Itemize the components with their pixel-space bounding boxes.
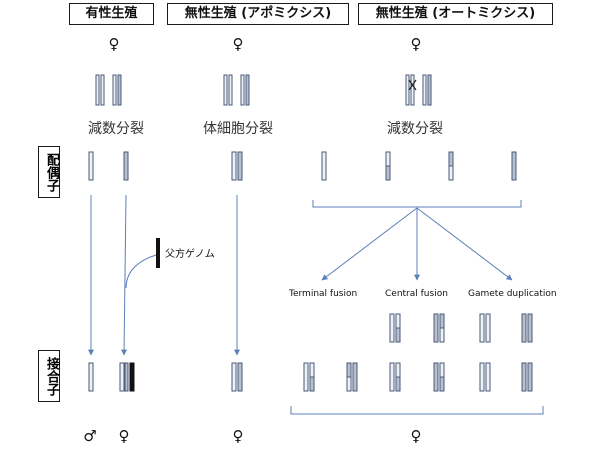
terminal-fusion-label: Terminal fusion <box>289 289 358 299</box>
gamete-duplication-label: Gamete duplication <box>468 289 557 299</box>
apomixis-parent-chromosomes <box>223 74 250 106</box>
sexual-parent-chromosomes <box>95 74 122 106</box>
central-fusion-label: Central fusion <box>385 289 448 299</box>
gamete-bracket <box>312 200 522 208</box>
header-apomixis: 無性生殖 (アポミクシス) <box>167 3 349 25</box>
gamete-side-label: 配偶子 <box>38 146 60 198</box>
paternal-genome-bar <box>156 238 160 268</box>
sexual-gametes <box>88 151 129 181</box>
automixis-zygotes <box>303 362 533 392</box>
zygote-side-label: 接合子 <box>38 350 60 402</box>
sexual-zygotes <box>88 362 135 392</box>
female-symbol-automixis-offspring: ♀ <box>410 427 422 445</box>
female-symbol-sexual-parent: ♀ <box>108 35 120 53</box>
automixis-parent-chromosomes <box>405 74 432 106</box>
development-arrows <box>88 194 240 356</box>
mitosis-label-apomixis: 体細胞分裂 <box>203 121 273 137</box>
gamete-duplication-intermediate <box>479 313 533 343</box>
male-symbol-sexual-offspring: ♂ <box>83 427 97 445</box>
crossover-mark <box>408 79 417 91</box>
fusion-arrows <box>321 207 513 281</box>
header-sexual-reproduction: 有性生殖 <box>69 3 154 25</box>
paternal-genome-label: 父方ゲノム <box>165 249 215 260</box>
automixis-gametes <box>321 151 517 181</box>
zygote-bracket <box>290 406 544 415</box>
central-fusion-intermediate <box>389 313 445 343</box>
header-automixis: 無性生殖 (オートミクシス) <box>358 3 553 25</box>
apomixis-gamete <box>231 151 243 181</box>
female-symbol-apomixis-parent: ♀ <box>232 35 244 53</box>
meiosis-label-sexual: 減数分裂 <box>88 121 144 137</box>
female-symbol-sexual-offspring: ♀ <box>118 427 130 445</box>
meiosis-label-automixis: 減数分裂 <box>387 121 443 137</box>
apomixis-zygote <box>231 362 243 392</box>
female-symbol-apomixis-offspring: ♀ <box>232 427 244 445</box>
female-symbol-automixis-parent: ♀ <box>410 35 422 53</box>
